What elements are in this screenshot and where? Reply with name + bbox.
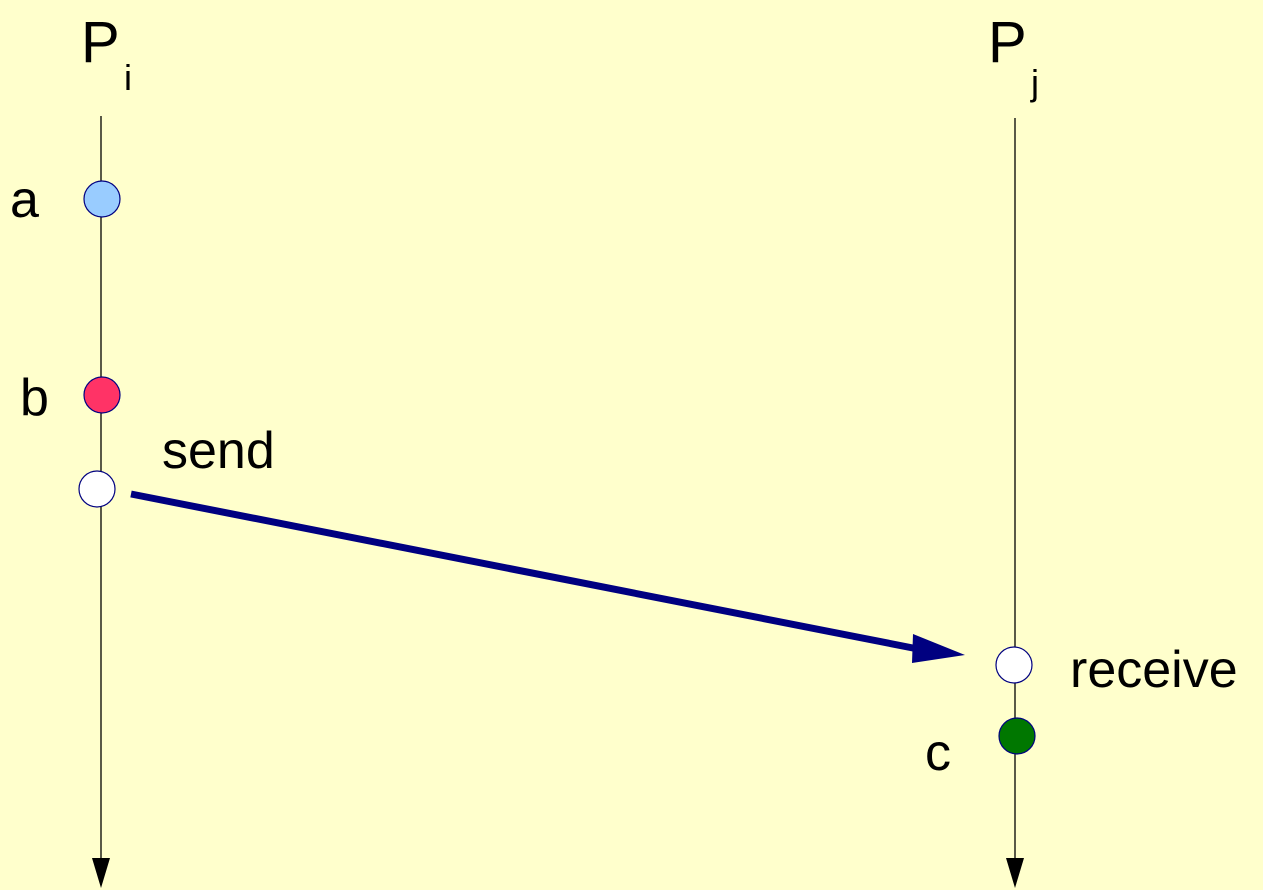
process-j-subscript: j	[1030, 62, 1039, 103]
process-j-name: P	[988, 10, 1027, 75]
process-i-timeline-arrow-icon	[92, 858, 110, 888]
message-arrow-head-icon	[912, 634, 965, 663]
send-event-node	[78, 470, 116, 508]
message-arrow	[130, 490, 965, 663]
send-event-label: send	[162, 422, 275, 480]
process-i-header: P i	[81, 10, 132, 98]
receive-event-label: receive	[1070, 641, 1238, 699]
event-a-node	[83, 180, 121, 218]
receive-event-node	[995, 646, 1033, 684]
event-b-node	[83, 376, 121, 414]
event-b-label: b	[20, 369, 49, 427]
process-i-name: P	[81, 10, 120, 75]
process-j-timeline-arrow-icon	[1006, 858, 1024, 888]
event-c-node	[998, 717, 1036, 755]
event-c-label: c	[925, 724, 951, 782]
event-a-label: a	[10, 171, 39, 229]
process-j-header: P j	[988, 10, 1039, 103]
process-i-subscript: i	[124, 57, 132, 98]
